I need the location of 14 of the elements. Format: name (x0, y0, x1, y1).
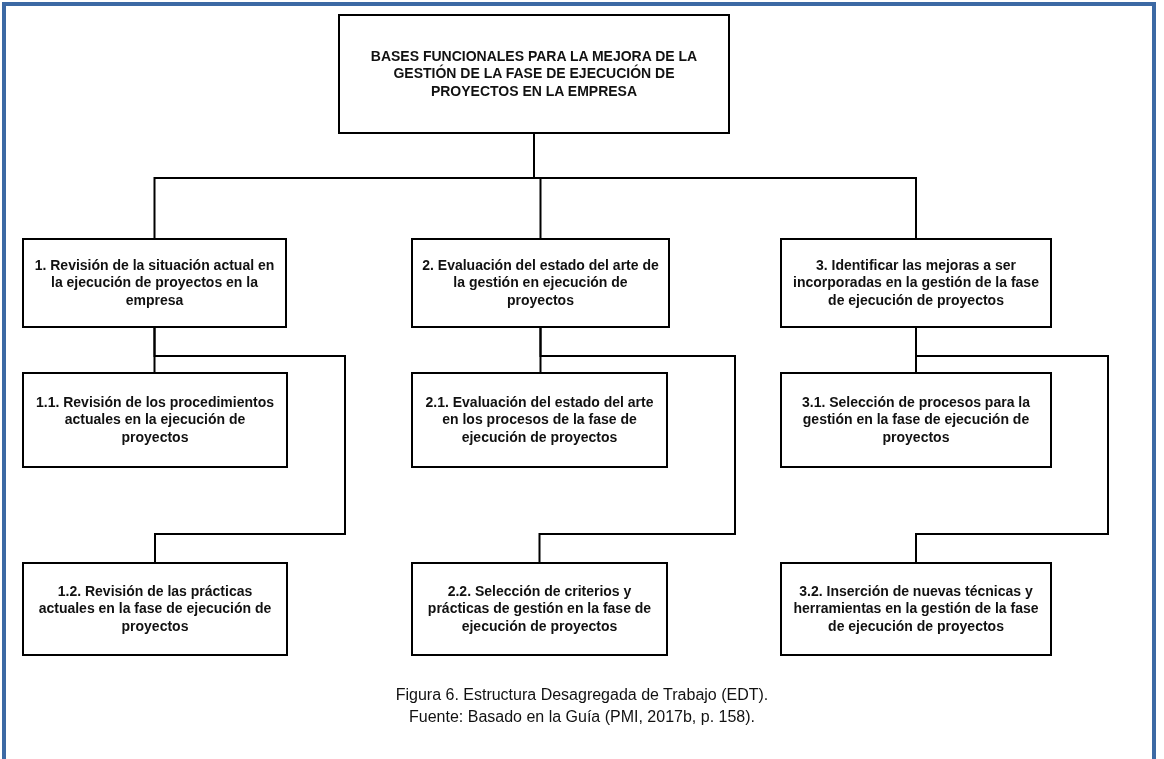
source-note: Fuente: Basado en la Guía (PMI, 2017b, p. 158). (409, 708, 755, 726)
connector-line (538, 327, 736, 563)
figure-caption: Figura 6. Estructura Desagregada de Trabajo (EDT). (395, 686, 769, 704)
task-box: 3.1. Selección de procesos para la gestión en la fase de ejecución de proyectos (780, 372, 1052, 468)
task-box: 2.1. Evaluación del estado del arte en los procesos de la fase de ejecución de proyectos (411, 372, 668, 468)
task-box: 3.2. Inserción de nuevas técnicas y herramientas en la gestión de la fase de ejecución de proyectos (780, 562, 1052, 656)
root-box: BASES FUNCIONALES PARA LA MEJORA DE LA GESTIÓN DE LA FASE DE EJECUCIÓN DE PROYECTOS EN LA EMPRESA (338, 14, 730, 134)
task-box: 1.1. Revisión de los procedimientos actuales en la ejecución de proyectos (22, 372, 288, 468)
task-box: 1. Revisión de la situación actual en la ejecución de proyectos en la empresa (22, 238, 287, 328)
connector-line (153, 327, 346, 563)
task-box: 2.2. Selección de criterios y prácticas de gestión en la fase de ejecución de proyectos (411, 562, 668, 656)
task-box: 2. Evaluación del estado del arte de la gestión en ejecución de proyectos (411, 238, 670, 328)
task-box: 3. Identificar las mejoras a ser incorporadas en la gestión de la fase de ejecución de proyectos (780, 238, 1052, 328)
task-box: 1.2. Revisión de las prácticas actuales en la fase de ejecución de proyectos (22, 562, 288, 656)
